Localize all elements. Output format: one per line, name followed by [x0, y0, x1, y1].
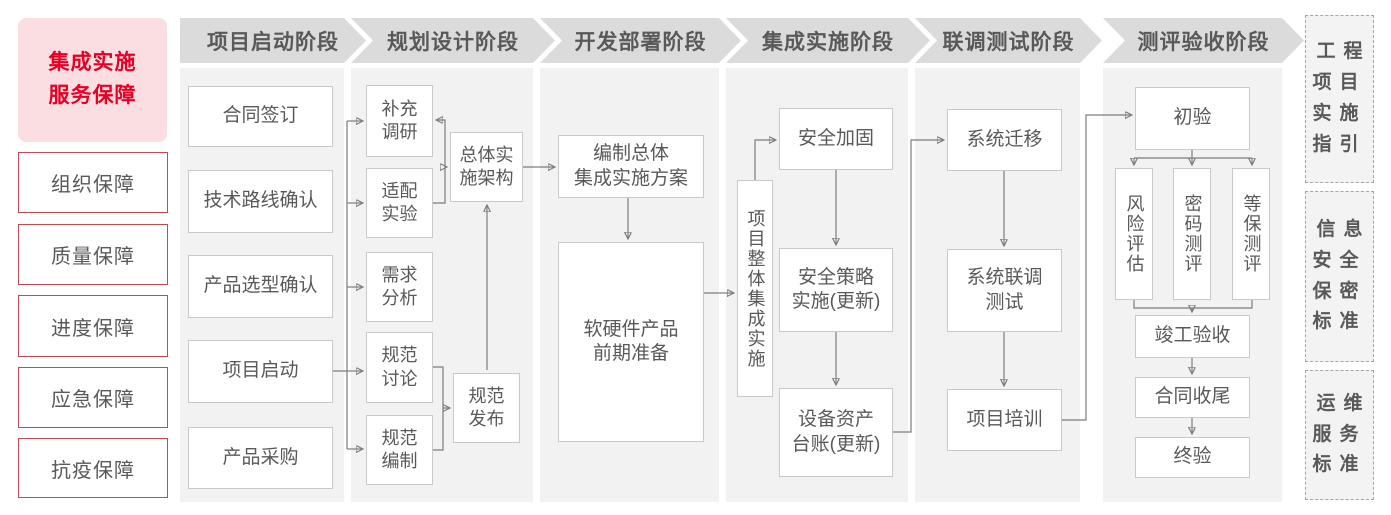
- node-supplementary-research: 补充 调研: [366, 85, 433, 157]
- node-contract-sign: 合同签订: [188, 86, 333, 147]
- phase-header-planning: 规划设计阶段: [351, 18, 555, 63]
- node-product-procurement: 产品采购: [188, 427, 333, 489]
- phase-header-kickoff: 项目启动阶段: [180, 18, 366, 63]
- node-project-kickoff: 项目启动: [188, 340, 333, 403]
- phase-header-joint-test: 联调测试阶段: [915, 18, 1102, 63]
- sidebar-item-emergency: 应急保障: [18, 367, 168, 428]
- node-completion-acceptance: 竣工验收: [1135, 315, 1250, 358]
- node-spec-release: 规范 发布: [453, 373, 520, 443]
- node-classified-protection-evaluation: 等保测评: [1232, 168, 1270, 300]
- sidebar-item-schedule: 进度保障: [18, 295, 168, 357]
- sidebar-title: 集成实施 服务保障: [18, 18, 167, 142]
- node-system-joint-testing: 系统联调 测试: [947, 249, 1062, 332]
- node-adaptation-test: 适配 实验: [366, 168, 433, 238]
- node-initial-acceptance: 初验: [1135, 87, 1250, 150]
- sidebar-item-organization: 组织保障: [18, 152, 168, 213]
- phase-header-development: 开发部署阶段: [540, 18, 741, 63]
- node-system-migration: 系统迁移: [947, 109, 1062, 171]
- node-risk-assessment: 风险评估: [1115, 168, 1153, 300]
- phase-header-acceptance: 测评验收阶段: [1103, 18, 1304, 63]
- node-tech-route-confirm: 技术路线确认: [188, 170, 333, 233]
- node-security-policy-update: 安全策略 实施(更新): [779, 248, 893, 332]
- node-security-hardening: 安全加固: [779, 108, 893, 170]
- phase-header-integration: 集成实施阶段: [726, 18, 930, 63]
- node-final-acceptance: 终验: [1135, 437, 1250, 478]
- standard-information-security: 信息 安全 保密 标准: [1305, 191, 1374, 362]
- node-spec-drafting: 规范 编制: [366, 415, 433, 485]
- standard-om-service: 运维 服务 标准: [1305, 370, 1374, 500]
- node-project-overall-integration: 项目整体集成实施: [737, 180, 773, 397]
- node-crypto-evaluation: 密码测评: [1173, 168, 1211, 300]
- node-contract-closure: 合同收尾: [1135, 377, 1250, 418]
- node-product-selection-confirm: 产品选型确认: [188, 255, 333, 318]
- standard-project-implementation-guide: 工程 项目 实施 指引: [1305, 15, 1374, 183]
- sidebar-item-quality: 质量保障: [18, 224, 168, 285]
- node-requirement-analysis: 需求 分析: [366, 252, 433, 322]
- sidebar-item-epidemic: 抗疫保障: [18, 438, 168, 498]
- node-overall-architecture: 总体实 施架构: [450, 132, 523, 202]
- node-spec-discussion: 规范 讨论: [366, 332, 433, 403]
- node-asset-ledger-update: 设备资产 台账(更新): [779, 388, 893, 477]
- node-hw-sw-preparation: 软硬件产品 前期准备: [558, 242, 704, 442]
- node-project-training: 项目培训: [947, 389, 1062, 451]
- node-overall-integration-plan: 编制总体 集成实施方案: [558, 135, 704, 198]
